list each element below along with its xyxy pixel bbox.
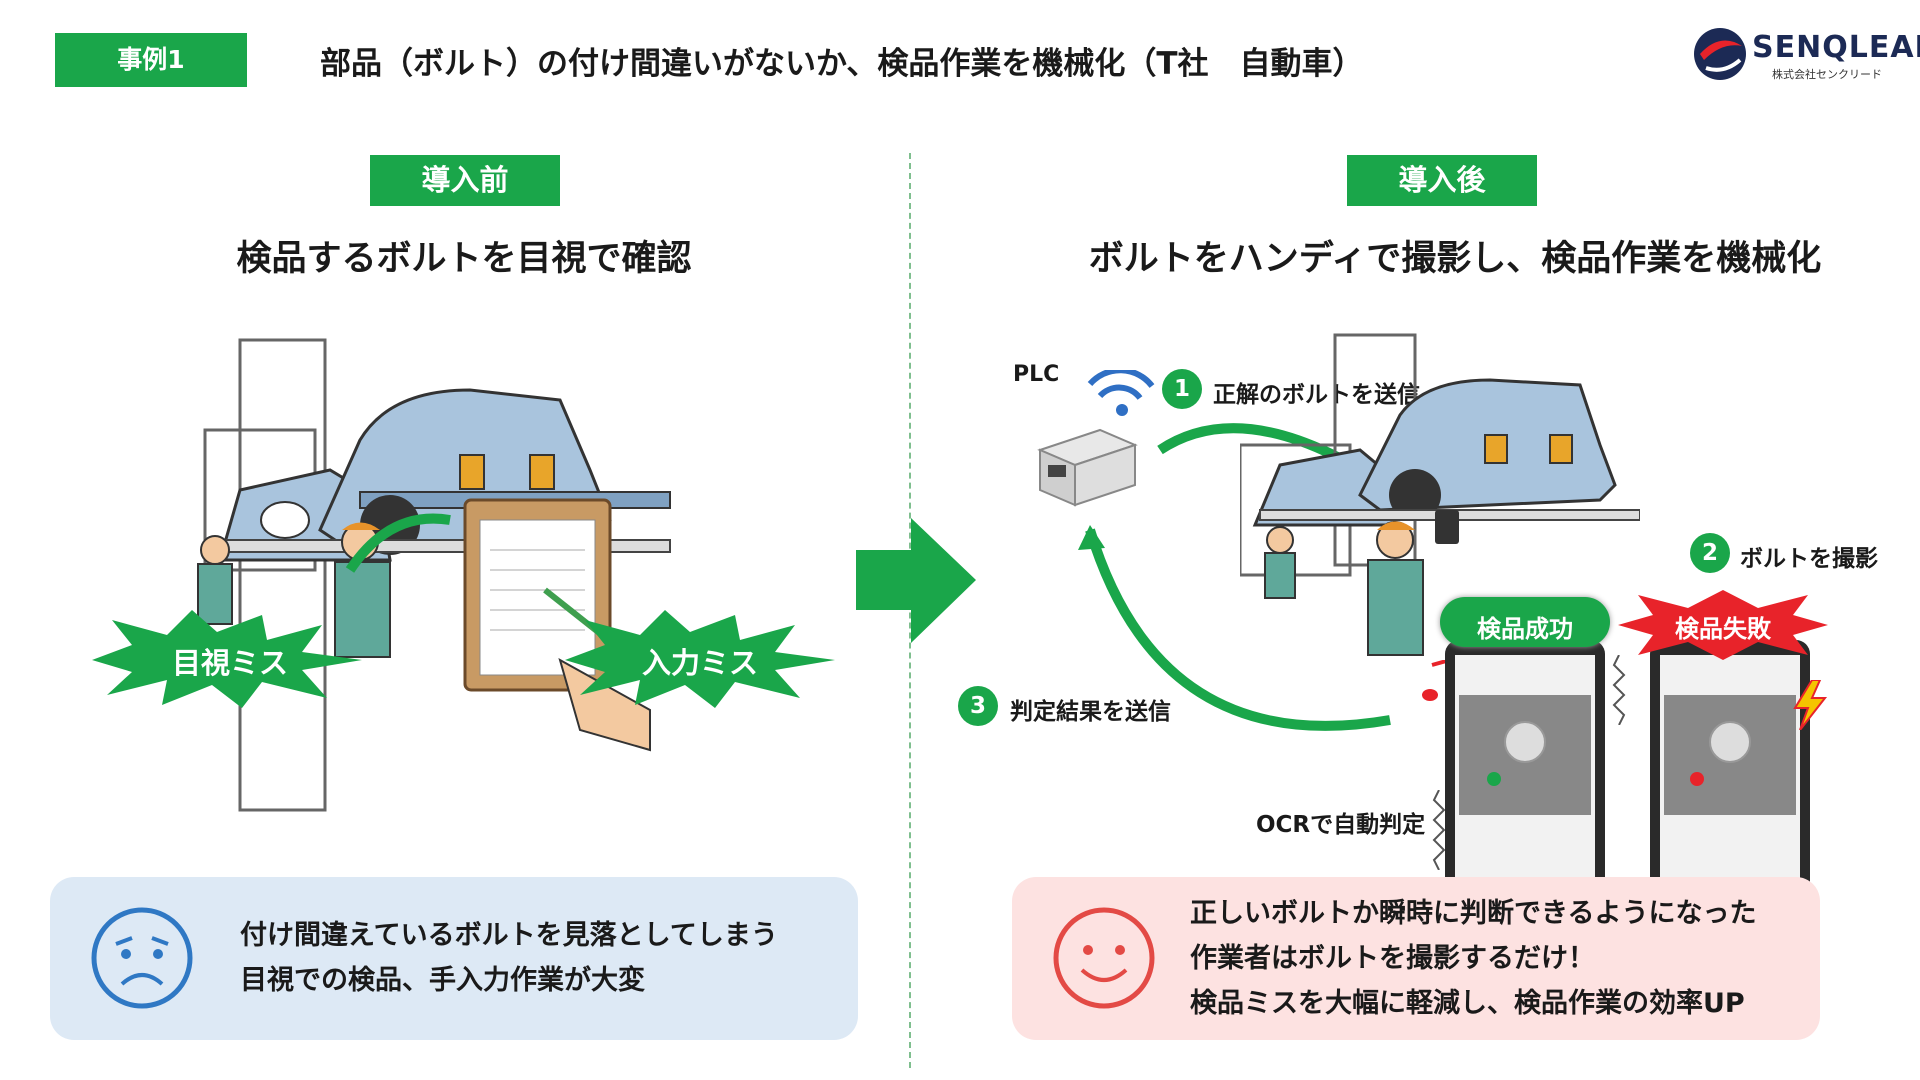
after-subtitle: ボルトをハンディで撮影し、検品作業を機械化 (1088, 239, 1822, 279)
bolt-image (1504, 721, 1546, 763)
senqlead-logo (1694, 28, 1746, 80)
step-3-label: 判定結果を送信 (1010, 699, 1171, 725)
visual-error-burst (92, 610, 362, 708)
after-summary-line: 作業者はボルトを撮影するだけ！ (1190, 943, 1595, 974)
fail-badge: 検品失敗 (1675, 615, 1771, 643)
vibration-icon (1432, 790, 1446, 870)
ocr-label: OCRで自動判定 (1256, 812, 1426, 838)
after-tag: 導入後 (1347, 155, 1537, 206)
before-subtitle: 検品するボルトを目視で確認 (236, 239, 692, 279)
vibration-icon (1612, 655, 1626, 725)
after-summary-line: 正しいボルトか瞬時に判断できるようになった (1190, 898, 1757, 929)
after-summary-line: 検品ミスを大幅に軽減し、検品作業の効率UP (1190, 988, 1745, 1019)
phone-success (1445, 640, 1605, 920)
visual-error-label: 目視ミス (171, 646, 288, 680)
fail-burst (1618, 590, 1828, 660)
step-1-label: 正解のボルトを送信 (1213, 382, 1420, 408)
lightning-icon (1793, 680, 1828, 730)
phone-fail (1650, 640, 1810, 910)
before-summary-line: 付け間違えているボルトを見落としてしまう (240, 920, 778, 951)
step-3-badge: 3 (958, 686, 998, 726)
before-summary-box: 付け間違えているボルトを見落としてしまう 目視での検品、手入力作業が大変 (50, 877, 858, 1040)
after-car-illustration (1240, 333, 1640, 656)
error-icon (1690, 772, 1704, 786)
step-2-label: ボルトを撮影 (1740, 546, 1878, 572)
success-badge-bg (1440, 597, 1610, 647)
plc-label: PLC (1013, 362, 1060, 387)
case-tag: 事例1 (55, 33, 247, 87)
before-tag: 導入前 (370, 155, 560, 206)
transition-arrow-icon (856, 518, 976, 643)
after-summary-box: 正しいボルトか瞬時に判断できるようになった 作業者はボルトを撮影するだけ！ 検品… (1012, 877, 1820, 1040)
sad-face-icon (91, 907, 193, 1009)
input-error-label: 入力ミス (641, 646, 758, 680)
section-divider (909, 153, 911, 1068)
wifi-icon (1087, 370, 1155, 416)
success-badge: 検品成功 (1477, 615, 1573, 643)
logo-name: SENQLEAD (1752, 30, 1920, 65)
step-2-badge: 2 (1690, 533, 1730, 573)
page-title: 部品（ボルト）の付け間違いがないか、検品作業を機械化（T社 自動車） (320, 46, 1364, 82)
check-circle-icon (1487, 772, 1501, 786)
step-1-badge: 1 (1162, 369, 1202, 409)
before-illustration (197, 338, 671, 812)
logo-subtitle: 株式会社センクリード (1772, 68, 1882, 81)
smile-face-icon (1053, 907, 1155, 1009)
bolt-image (1709, 721, 1751, 763)
input-error-burst (565, 610, 835, 708)
plc-device (1037, 370, 1155, 507)
before-summary-line: 目視での検品、手入力作業が大変 (240, 965, 645, 996)
